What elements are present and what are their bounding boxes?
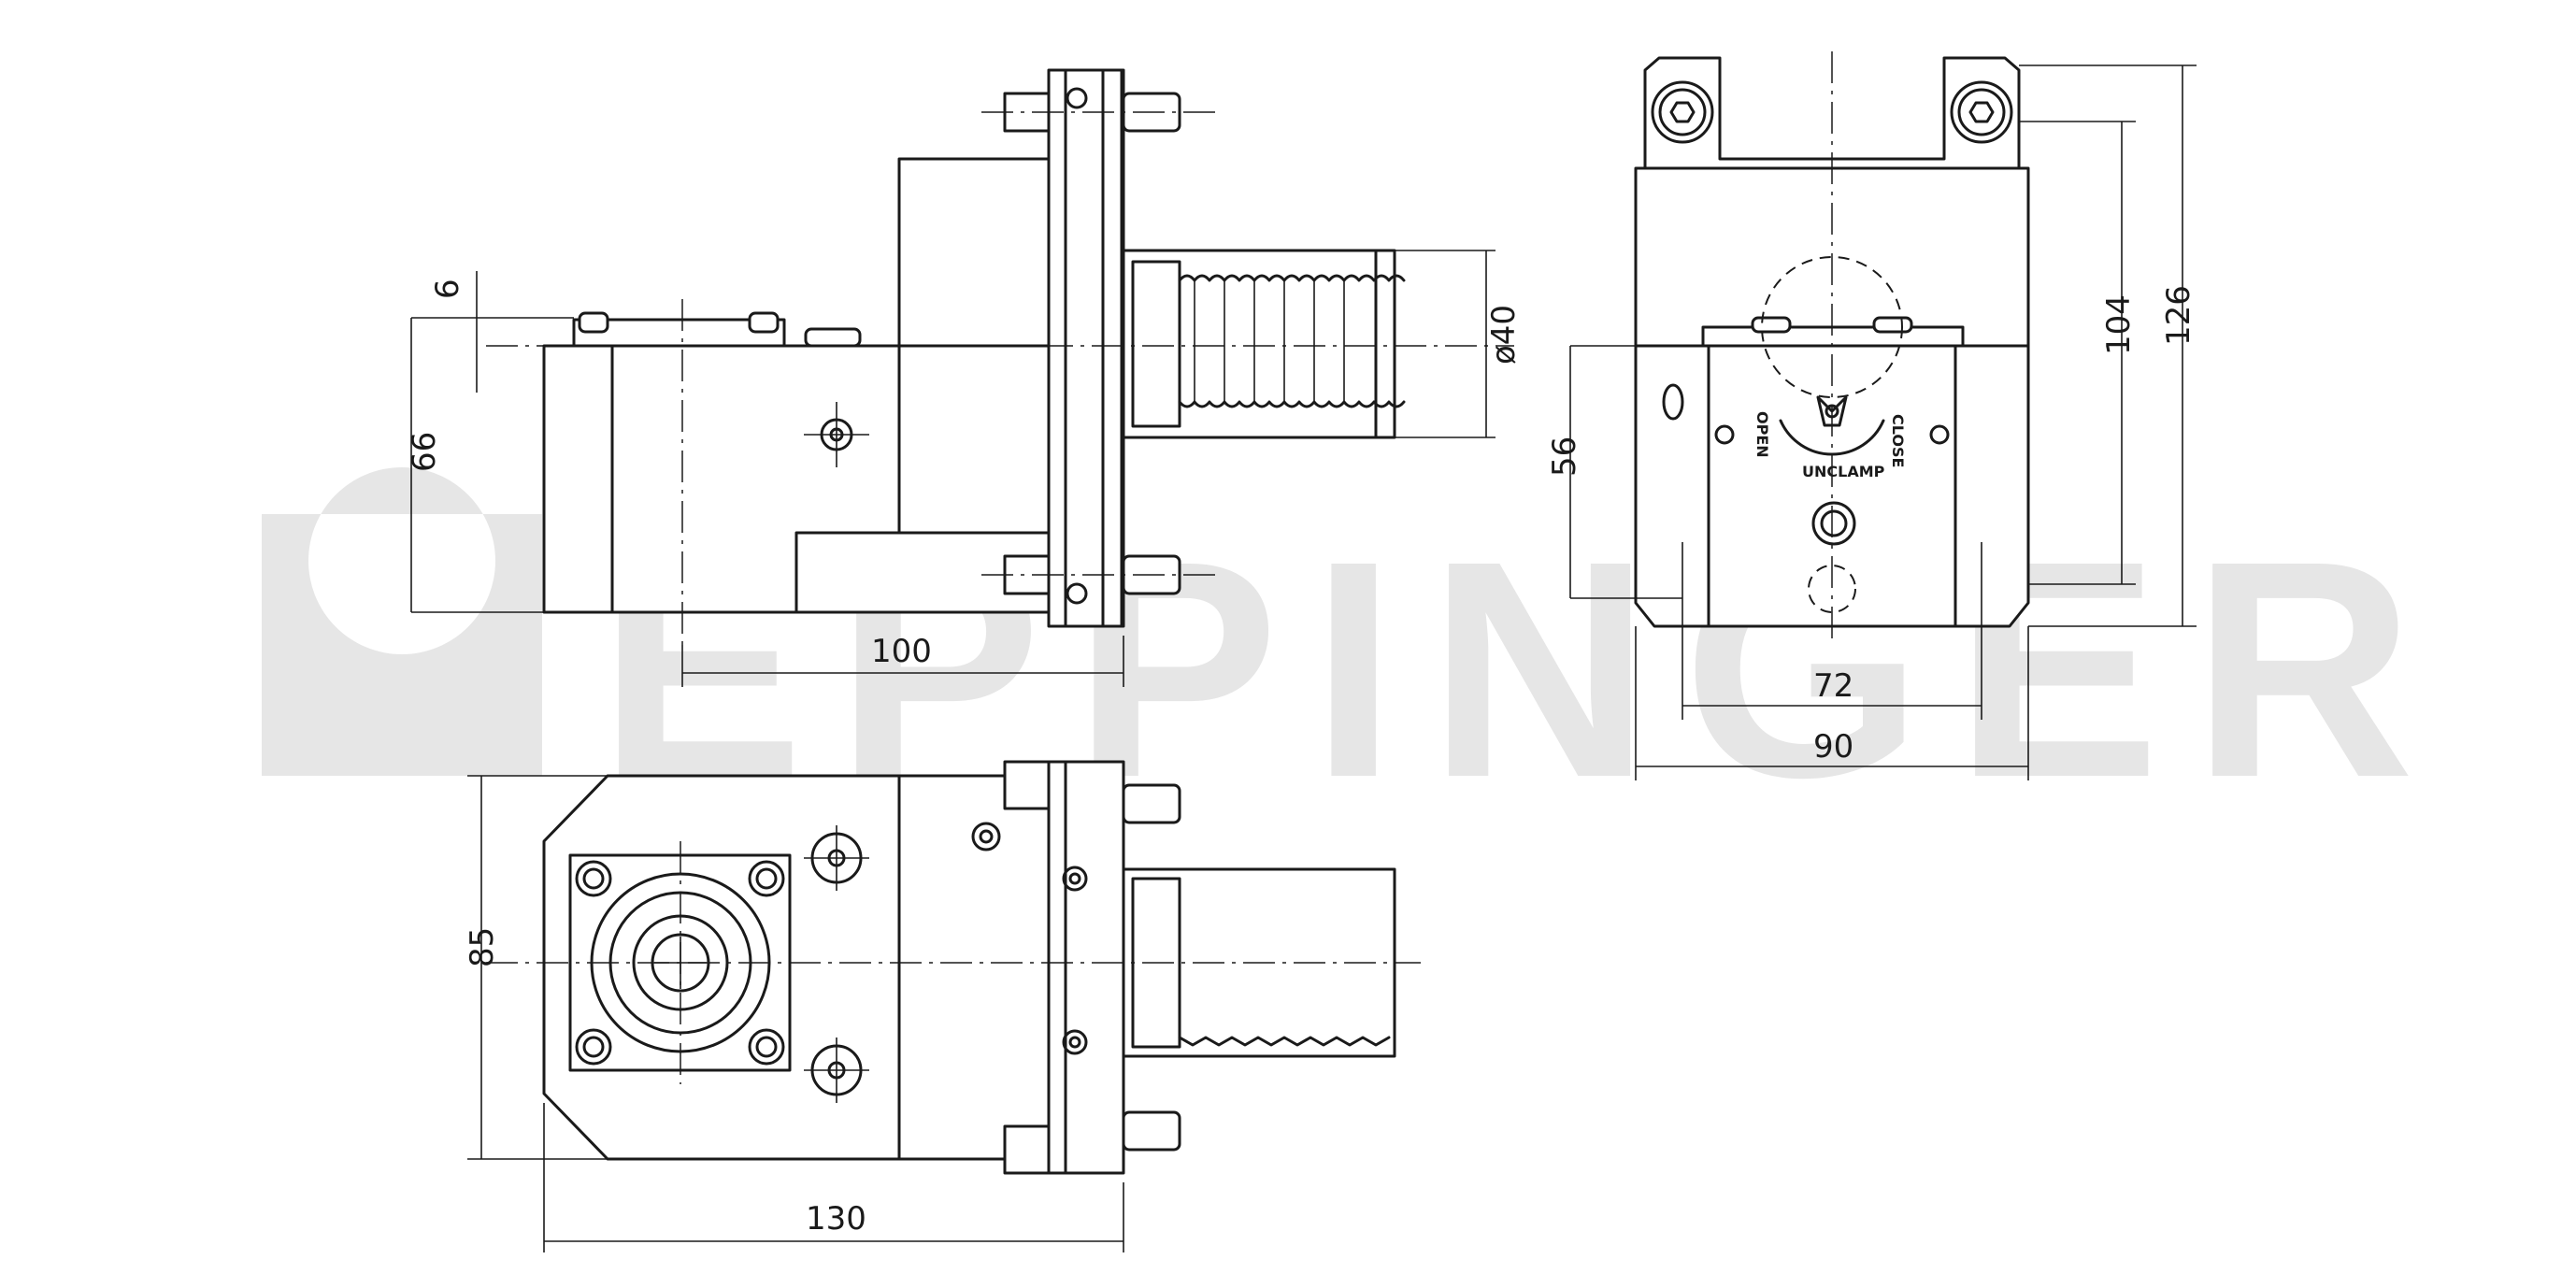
cross-hair-screw-icon	[971, 822, 1001, 852]
hex-socket-screw-icon	[575, 1028, 612, 1066]
front-upper-block	[897, 157, 1051, 348]
top-flange	[1047, 760, 1125, 1175]
cross-hair-screw-icon	[804, 825, 869, 891]
dim-130: 130	[806, 1200, 866, 1238]
shank-serrations	[1178, 274, 1406, 408]
clamp-selector: OPEN CLOSE UNCLAMP	[1753, 395, 1907, 480]
dim-126: 126	[2160, 285, 2197, 346]
dim-6: 6	[429, 279, 466, 299]
label-close: CLOSE	[1889, 414, 1907, 467]
dim-85: 85	[464, 927, 501, 967]
side-view: OPEN CLOSE UNCLAMP 56 72 90 104	[1546, 51, 2197, 780]
hex-socket-screw-icon	[575, 860, 612, 897]
dim-diameter-40: ø40	[1485, 305, 1523, 365]
dim-100: 100	[871, 633, 932, 670]
dim-90: 90	[1813, 728, 1853, 766]
hex-socket-screw-icon	[1651, 80, 1714, 144]
dim-72: 72	[1813, 667, 1853, 705]
cross-hair-screw-icon	[804, 1038, 869, 1103]
label-open: OPEN	[1753, 411, 1771, 458]
label-unclamp: UNCLAMP	[1802, 463, 1885, 480]
watermark-logo-icon	[262, 466, 542, 776]
hex-socket-screw-icon	[748, 860, 785, 897]
cross-hair-screw-icon	[1062, 866, 1088, 892]
dim-104: 104	[2100, 294, 2138, 355]
dim-56: 56	[1546, 436, 1583, 477]
hex-socket-screw-icon	[748, 1028, 785, 1066]
cross-hair-screw-icon	[1062, 1029, 1088, 1055]
dim-66: 66	[406, 432, 443, 472]
hex-socket-screw-icon	[1950, 80, 2013, 144]
front-view: 100 66 6 ø40	[406, 68, 1523, 687]
cross-hair-screw-icon	[804, 402, 869, 467]
top-view: 85 130	[464, 760, 1421, 1252]
